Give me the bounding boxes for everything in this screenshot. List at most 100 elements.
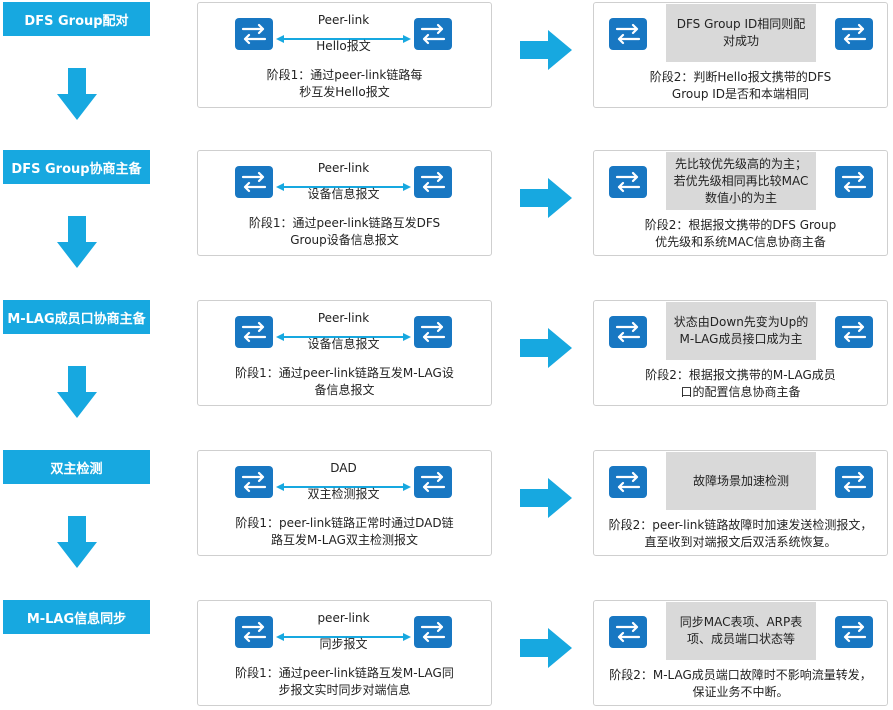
- text-line: 秒互发Hello报文: [299, 85, 390, 99]
- stage2-description: 阶段2：判断Hello报文携带的DFS Group ID是否和本端相同: [594, 69, 887, 103]
- peer-link-line: [276, 29, 411, 43]
- result-box: DFS Group ID相同则配对成功: [666, 4, 816, 62]
- switch-icon: [234, 615, 274, 649]
- stage1-description: 阶段1：通过peer-link链路互发M-LAG同步报文实时同步对端信息: [202, 665, 487, 699]
- stage2-box: 状态由Down先变为Up的 M-LAG成员接口成为主阶段2：根据报文携带的M-LA…: [593, 300, 888, 406]
- text-line: 同步MAC表项、ARP表: [679, 615, 803, 629]
- text-line: Group设备信息报文: [290, 233, 399, 247]
- result-text: 同步MAC表项、ARP表项、成员端口状态等: [680, 614, 803, 648]
- result-box: 状态由Down先变为Up的 M-LAG成员接口成为主: [666, 302, 816, 360]
- stage2-box: DFS Group ID相同则配对成功阶段2：判断Hello报文携带的DFS Gr…: [593, 2, 888, 108]
- switch-icon: [834, 165, 874, 199]
- switch-icon: [234, 165, 274, 199]
- down-arrow-icon: [57, 68, 97, 120]
- peer-link-line: [276, 627, 411, 641]
- step-label: M-LAG成员口协商主备: [3, 300, 150, 334]
- switch-icon: [413, 315, 453, 349]
- text-line: 先比较优先级高的为主；: [674, 156, 807, 171]
- stage1-description: 阶段1：通过peer-link链路每秒互发Hello报文: [202, 67, 487, 101]
- message-label: 双主检测报文: [307, 487, 380, 501]
- switch-icon: [608, 615, 648, 649]
- step-label: DFS Group协商主备: [3, 150, 150, 184]
- text-line: M-LAG成员接口成为主: [679, 332, 803, 346]
- text-line: 备信息报文: [314, 383, 375, 397]
- stage1-box: peer-link 同步报文阶段1：通过peer-link链路互发M-LAG同步报…: [197, 600, 492, 706]
- message-label: 设备信息报文: [307, 337, 380, 351]
- text-line: 路互发M-LAG双主检测报文: [271, 533, 418, 547]
- text-line: 阶段1：通过peer-link链路互发M-LAG设: [235, 366, 454, 380]
- text-line: 阶段1：通过peer-link链路互发DFS: [248, 216, 441, 230]
- result-box: 先比较优先级高的为主； 若优先级相同再比较MAC 数值小的为主: [666, 152, 816, 210]
- text-line: 保证业务不中断。: [692, 685, 789, 699]
- switch-icon: [608, 17, 648, 51]
- switch-icon: [234, 17, 274, 51]
- stage1-box: Peer-link 设备信息报文阶段1：通过peer-link链路互发M-LAG设…: [197, 300, 492, 406]
- stage1-description: 阶段1：通过peer-link链路互发DFS Group设备信息报文: [202, 215, 487, 249]
- switch-icon: [834, 465, 874, 499]
- stage2-description: 阶段2：peer-link链路故障时加速发送检测报文， 直至收到对端报文后双活系统…: [594, 517, 887, 551]
- down-arrow-icon: [57, 366, 97, 418]
- text-line: 优先级和系统MAC信息协商主备: [655, 235, 826, 249]
- stage2-box: 故障场景加速检测阶段2：peer-link链路故障时加速发送检测报文， 直至收到对…: [593, 450, 888, 556]
- stage2-box: 先比较优先级高的为主； 若优先级相同再比较MAC 数值小的为主阶段2：根据报文携带的…: [593, 150, 888, 256]
- stage1-box: Peer-link 设备信息报文阶段1：通过peer-link链路互发DFS Gro…: [197, 150, 492, 256]
- switch-icon: [834, 17, 874, 51]
- text-line: 阶段2：根据报文携带的M-LAG成员: [645, 368, 836, 382]
- text-line: 状态由Down先变为Up的: [673, 315, 809, 329]
- link-label: Peer-link: [317, 161, 370, 175]
- result-text: 先比较优先级高的为主； 若优先级相同再比较MAC 数值小的为主: [674, 156, 809, 207]
- step-label: 双主检测: [3, 450, 150, 484]
- switch-icon: [413, 17, 453, 51]
- result-box: 同步MAC表项、ARP表项、成员端口状态等: [666, 602, 816, 660]
- text-line: 口的配置信息协商主备: [680, 385, 801, 399]
- stage1-box: DAD 双主检测报文阶段1：peer-link链路正常时通过DAD链路互发M-LA…: [197, 450, 492, 556]
- step-label: M-LAG信息同步: [3, 600, 150, 634]
- link-label: Peer-link: [317, 311, 370, 325]
- link-label: DAD: [330, 461, 357, 475]
- peer-link-line: [276, 177, 411, 191]
- switch-icon: [608, 165, 648, 199]
- switch-icon: [608, 465, 648, 499]
- right-arrow-icon: [520, 30, 572, 70]
- text-line: DFS Group ID相同则配: [676, 17, 806, 31]
- text-line: 直至收到对端报文后双活系统恢复。: [644, 535, 837, 549]
- link-label: peer-link: [317, 611, 370, 625]
- stage2-description: 阶段2：根据报文携带的M-LAG成员口的配置信息协商主备: [594, 367, 887, 401]
- message-label: Hello报文: [316, 39, 371, 53]
- down-arrow-icon: [57, 516, 97, 568]
- text-line: 数值小的为主: [704, 190, 777, 205]
- text-line: 对成功: [722, 34, 759, 48]
- result-box: 故障场景加速检测: [666, 452, 816, 510]
- text-line: 若优先级相同再比较MAC: [673, 173, 809, 188]
- text-line: 阶段2：根据报文携带的DFS Group: [644, 218, 837, 232]
- result-text: DFS Group ID相同则配对成功: [677, 16, 806, 50]
- message-label: 设备信息报文: [307, 187, 380, 201]
- switch-icon: [234, 315, 274, 349]
- text-line: 阶段1：peer-link链路正常时通过DAD链: [235, 516, 454, 530]
- stage2-box: 同步MAC表项、ARP表项、成员端口状态等阶段2：M-LAG成员端口故障时不影响…: [593, 600, 888, 706]
- text-line: 项、成员端口状态等: [686, 632, 795, 646]
- right-arrow-icon: [520, 328, 572, 368]
- result-text: 状态由Down先变为Up的 M-LAG成员接口成为主: [674, 314, 808, 348]
- text-line: 阶段1：通过peer-link链路每: [266, 68, 423, 82]
- text-line: 阶段2：判断Hello报文携带的DFS: [649, 70, 832, 84]
- text-line: 阶段1：通过peer-link链路互发M-LAG同: [235, 666, 454, 680]
- right-arrow-icon: [520, 478, 572, 518]
- text-line: 故障场景加速检测: [692, 473, 789, 488]
- peer-link-line: [276, 477, 411, 491]
- link-label: Peer-link: [317, 13, 370, 27]
- text-line: 阶段2：peer-link链路故障时加速发送检测报文，: [608, 518, 873, 532]
- switch-icon: [413, 165, 453, 199]
- switch-icon: [608, 315, 648, 349]
- text-line: Group ID是否和本端相同: [671, 87, 810, 101]
- right-arrow-icon: [520, 178, 572, 218]
- switch-icon: [834, 315, 874, 349]
- stage2-description: 阶段2：根据报文携带的DFS Group 优先级和系统MAC信息协商主备: [594, 217, 887, 251]
- switch-icon: [413, 615, 453, 649]
- switch-icon: [234, 465, 274, 499]
- down-arrow-icon: [57, 216, 97, 268]
- stage2-description: 阶段2：M-LAG成员端口故障时不影响流量转发，保证业务不中断。: [594, 667, 887, 701]
- switch-icon: [413, 465, 453, 499]
- message-label: 同步报文: [319, 637, 368, 651]
